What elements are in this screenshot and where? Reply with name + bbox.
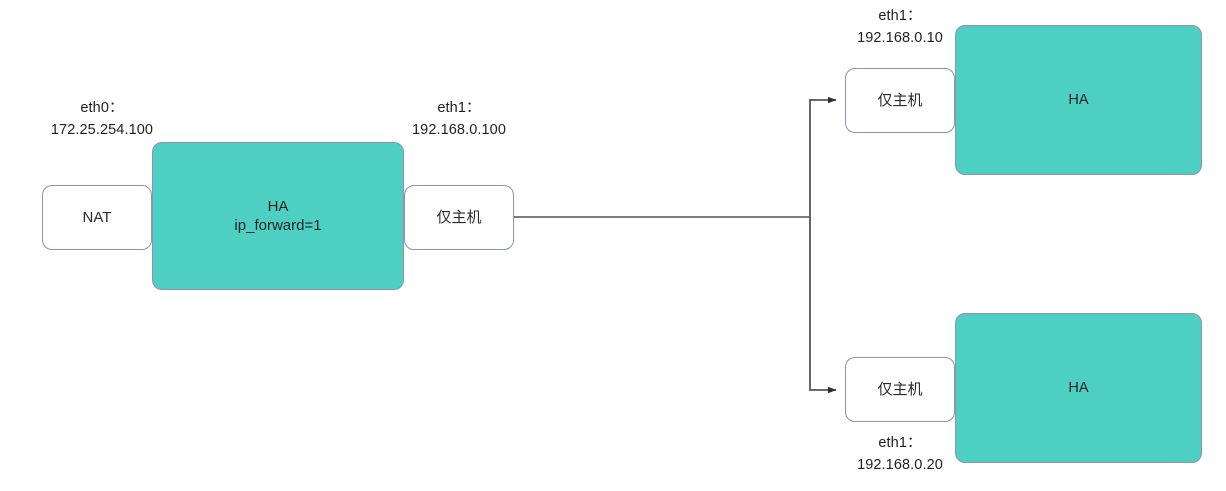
node1-host-node[interactable]: HA	[955, 25, 1202, 175]
node2-hostonly-adapter-node[interactable]: 仅主机	[845, 357, 955, 422]
node2-host-node[interactable]: HA	[955, 313, 1202, 463]
gateway-hostonly-adapter-node[interactable]: 仅主机	[404, 185, 514, 250]
edge-trunk-to-node2	[809, 217, 837, 394]
nat-adapter-node[interactable]: NAT	[42, 185, 152, 250]
label-node1-eth1: eth1： 192.168.0.10	[857, 8, 943, 46]
label-node2-eth1: eth1： 192.168.0.20	[857, 435, 943, 473]
label-gateway-eth1: eth1： 192.168.0.100	[411, 100, 507, 138]
label-gateway-eth0: eth0： 172.25.254.100	[50, 100, 154, 138]
edge-trunk-to-node1	[809, 96, 837, 217]
gateway-host-node[interactable]: HA ip_forward=1	[152, 142, 404, 290]
node1-hostonly-adapter-node[interactable]: 仅主机	[845, 68, 955, 133]
